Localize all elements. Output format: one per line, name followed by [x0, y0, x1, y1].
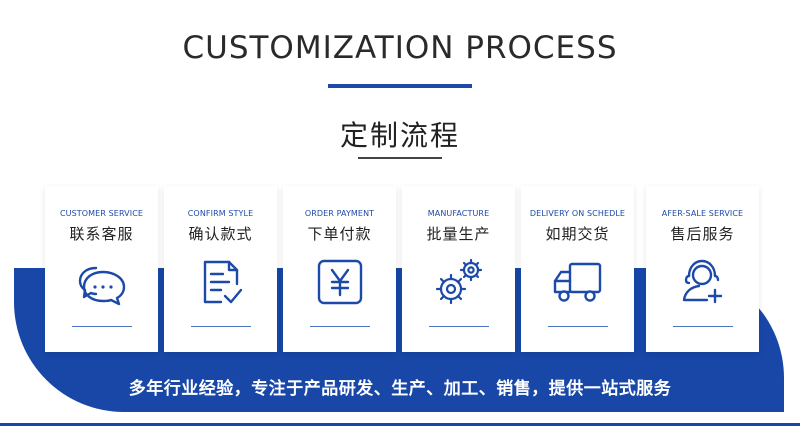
yen-payment-icon — [314, 256, 366, 308]
step-label-cn: 售后服务 — [670, 225, 735, 243]
step-label-en: AFER-SALE SERVICE — [661, 209, 744, 218]
footer-slogan: 多年行业经验，专注于产品研发、生产、加工、销售，提供一站式服务 — [128, 379, 672, 399]
card-divider — [429, 326, 489, 327]
step-card-manufacture: MANUFACTURE 批量生产 — [402, 186, 515, 352]
step-label-cn: 如期交货 — [545, 225, 610, 243]
page-title-cn: 定制流程 — [339, 119, 460, 152]
gears-icon — [433, 256, 485, 308]
step-label-en: DELIVERY ON SCHEDLE — [529, 209, 626, 218]
step-card-after-sale: AFER-SALE SERVICE 售后服务 — [646, 186, 759, 352]
card-divider — [72, 326, 132, 327]
page-title-en: CUSTOMIZATION PROCESS — [182, 30, 618, 66]
step-label-cn: 下单付款 — [307, 225, 372, 243]
title-cn-underline — [358, 157, 442, 159]
card-divider — [673, 326, 733, 327]
step-label-cn: 联系客服 — [69, 225, 134, 243]
step-label-cn: 批量生产 — [426, 225, 491, 243]
card-divider — [548, 326, 608, 327]
document-check-icon — [195, 256, 247, 308]
bottom-accent-line — [0, 423, 800, 426]
step-label-en: CUSTOMER SERVICE — [59, 209, 144, 218]
chat-bubble-icon — [76, 256, 128, 308]
delivery-truck-icon — [552, 256, 604, 308]
title-underline-bar — [328, 84, 472, 88]
step-card-customer-service: CUSTOMER SERVICE 联系客服 — [45, 186, 158, 352]
step-card-order-payment: ORDER PAYMENT 下单付款 — [283, 186, 396, 352]
step-card-delivery: DELIVERY ON SCHEDLE 如期交货 — [521, 186, 634, 352]
card-divider — [310, 326, 370, 327]
step-label-en: CONFIRM STYLE — [187, 209, 254, 218]
card-divider — [191, 326, 251, 327]
step-card-confirm-style: CONFIRM STYLE 确认款式 — [164, 186, 277, 352]
step-label-en: ORDER PAYMENT — [304, 209, 375, 218]
step-label-en: MANUFACTURE — [427, 209, 490, 218]
step-label-cn: 确认款式 — [188, 225, 253, 243]
user-plus-icon — [677, 256, 729, 308]
